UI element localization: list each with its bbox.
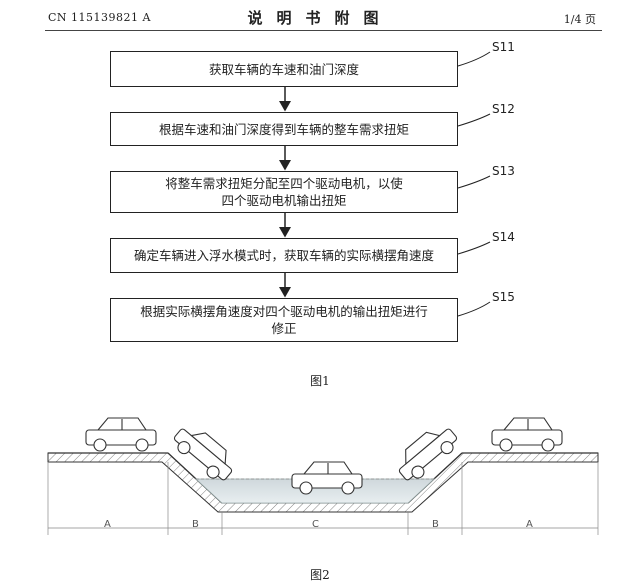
car-left-ground-icon [85,417,157,452]
zone-label-b-right: B [432,519,439,530]
page-number: 1/4 页 [563,13,596,26]
step-label-s12: S12 [492,102,515,116]
figure1-caption: 图1 [310,374,330,388]
car-in-water-icon [291,461,363,495]
step-text: 确定车辆进入浮水模式时，获取车辆的实际横摆角速度 [133,248,434,263]
publication-number: CN 115139821 A [48,11,151,24]
leader-s15 [457,301,491,317]
step-box-s14: 确定车辆进入浮水模式时，获取车辆的实际横摆角速度 [110,238,458,273]
leader-s13 [457,175,491,189]
dimension-lines [47,462,599,535]
car-right-ground-icon [491,417,563,452]
car-left-slope-icon [173,428,233,481]
flowchart-connectors [279,51,491,317]
step-box-s15: 根据实际横摆角速度对四个驱动电机的输出扭矩进行修正 [110,298,458,342]
leader-s11 [457,51,491,67]
step-box-s12: 根据车速和油门深度得到车辆的整车需求扭矩 [110,112,458,146]
page-header: CN 115139821 A 说明书附图 1/4 页 [0,0,640,32]
step-text: 根据实际横摆角速度对四个驱动电机的输出扭矩进行修正 [140,304,428,336]
header-rule [45,30,602,31]
zone-label-c: C [312,519,319,530]
zone-label-a-right: A [526,519,533,530]
step-label-s15: S15 [492,290,515,304]
step-text: 将整车需求扭矩分配至四个驱动电机，以使四个驱动电机输出扭矩 [165,176,403,208]
step-box-s11: 获取车辆的车速和油门深度 [110,51,458,87]
car-right-slope-icon [398,428,458,481]
step-box-s13: 将整车需求扭矩分配至四个驱动电机，以使四个驱动电机输出扭矩 [110,171,458,213]
zone-label-b-left: B [192,519,199,530]
step-label-s11: S11 [492,40,515,54]
figure2-caption: 图2 [310,568,330,582]
leader-s12 [457,113,491,127]
zone-label-a-left: A [104,519,111,530]
step-label-s14: S14 [492,230,515,244]
step-text: 根据车速和油门深度得到车辆的整车需求扭矩 [158,121,409,137]
step-label-s13: S13 [492,164,515,178]
leader-s14 [457,241,491,255]
step-text: 获取车辆的车速和油门深度 [208,61,359,77]
document-title: 说明书附图 [247,9,393,27]
